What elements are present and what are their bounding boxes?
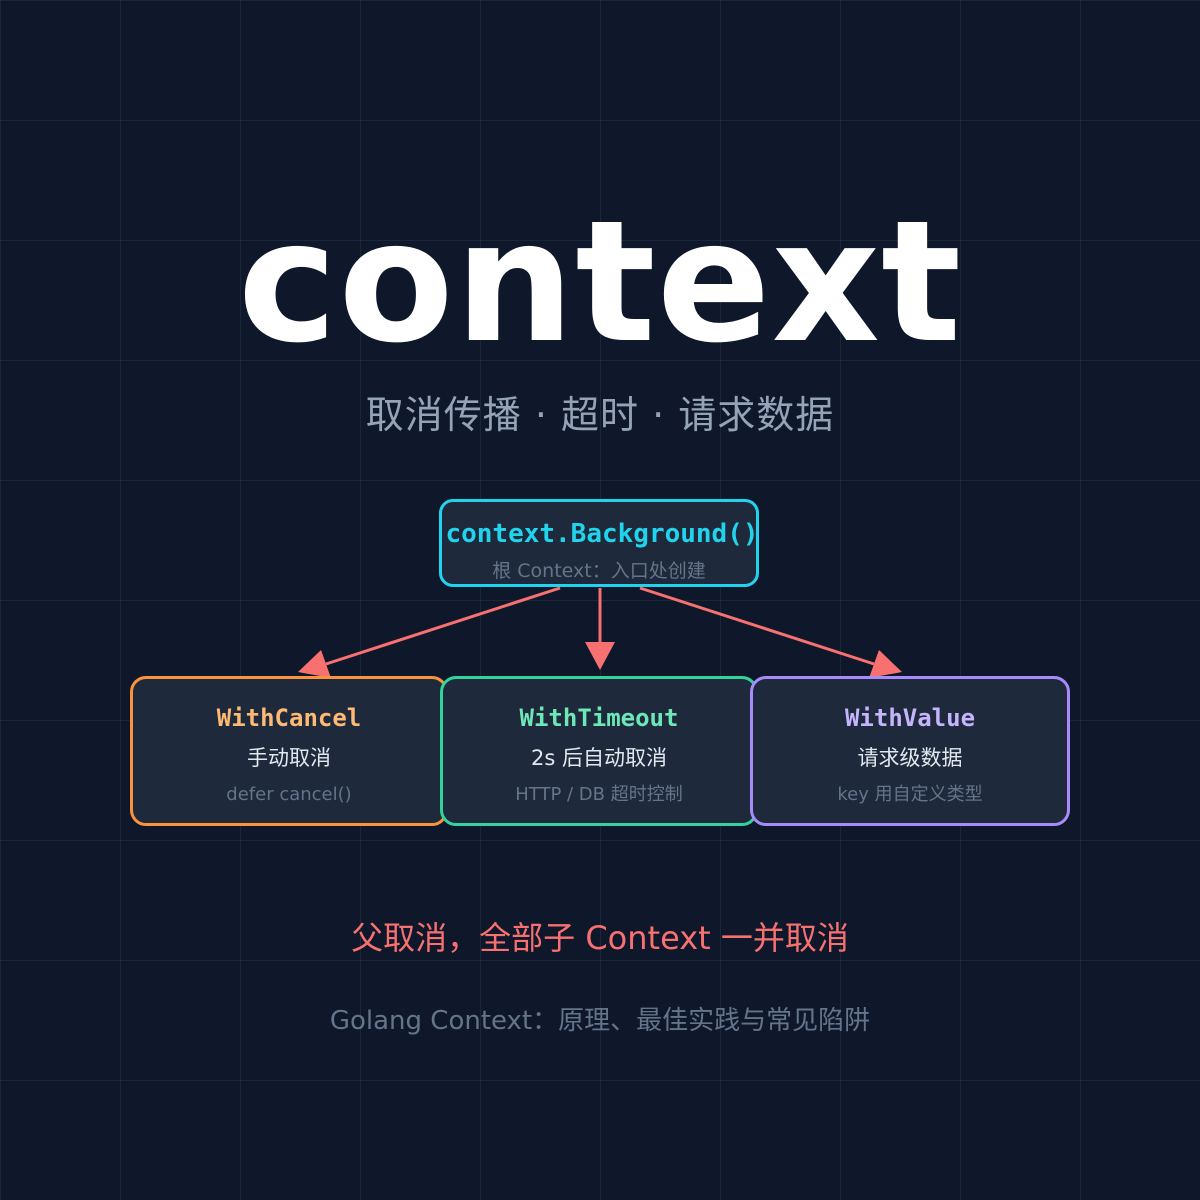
withcancel-label: WithCancel <box>216 704 362 732</box>
withvalue-note: key 用自定义类型 <box>837 784 983 805</box>
root-context-node: context.Background() 根 Context：入口处创建 <box>439 499 759 587</box>
withvalue-description: 请求级数据 <box>857 746 963 770</box>
withtimeout-note: HTTP / DB 超时控制 <box>515 784 683 805</box>
withcancel-node: WithCancel 手动取消 defer cancel() <box>130 676 448 826</box>
withcancel-note: defer cancel() <box>226 784 352 805</box>
withtimeout-description: 2s 后自动取消 <box>531 746 667 770</box>
root-node-description: 根 Context：入口处创建 <box>492 560 706 582</box>
arrow-to-withtimeout <box>585 588 615 670</box>
arrow-to-withvalue <box>639 586 902 678</box>
withtimeout-label: WithTimeout <box>519 704 679 732</box>
withvalue-node: WithValue 请求级数据 key 用自定义类型 <box>750 676 1070 826</box>
withcancel-description: 手动取消 <box>247 746 331 770</box>
page-title: context <box>237 184 963 380</box>
withtimeout-node: WithTimeout 2s 后自动取消 HTTP / DB 超时控制 <box>440 676 758 826</box>
root-node-label: context.Background() <box>445 519 759 549</box>
tagline: 父取消，全部子 Context 一并取消 <box>351 919 849 957</box>
withvalue-label: WithValue <box>844 704 976 732</box>
page-subtitle: 取消传播 · 超时 · 请求数据 <box>365 393 835 437</box>
arrow-to-withcancel <box>298 586 561 678</box>
footer-caption: Golang Context：原理、最佳实践与常见陷阱 <box>329 1006 871 1036</box>
